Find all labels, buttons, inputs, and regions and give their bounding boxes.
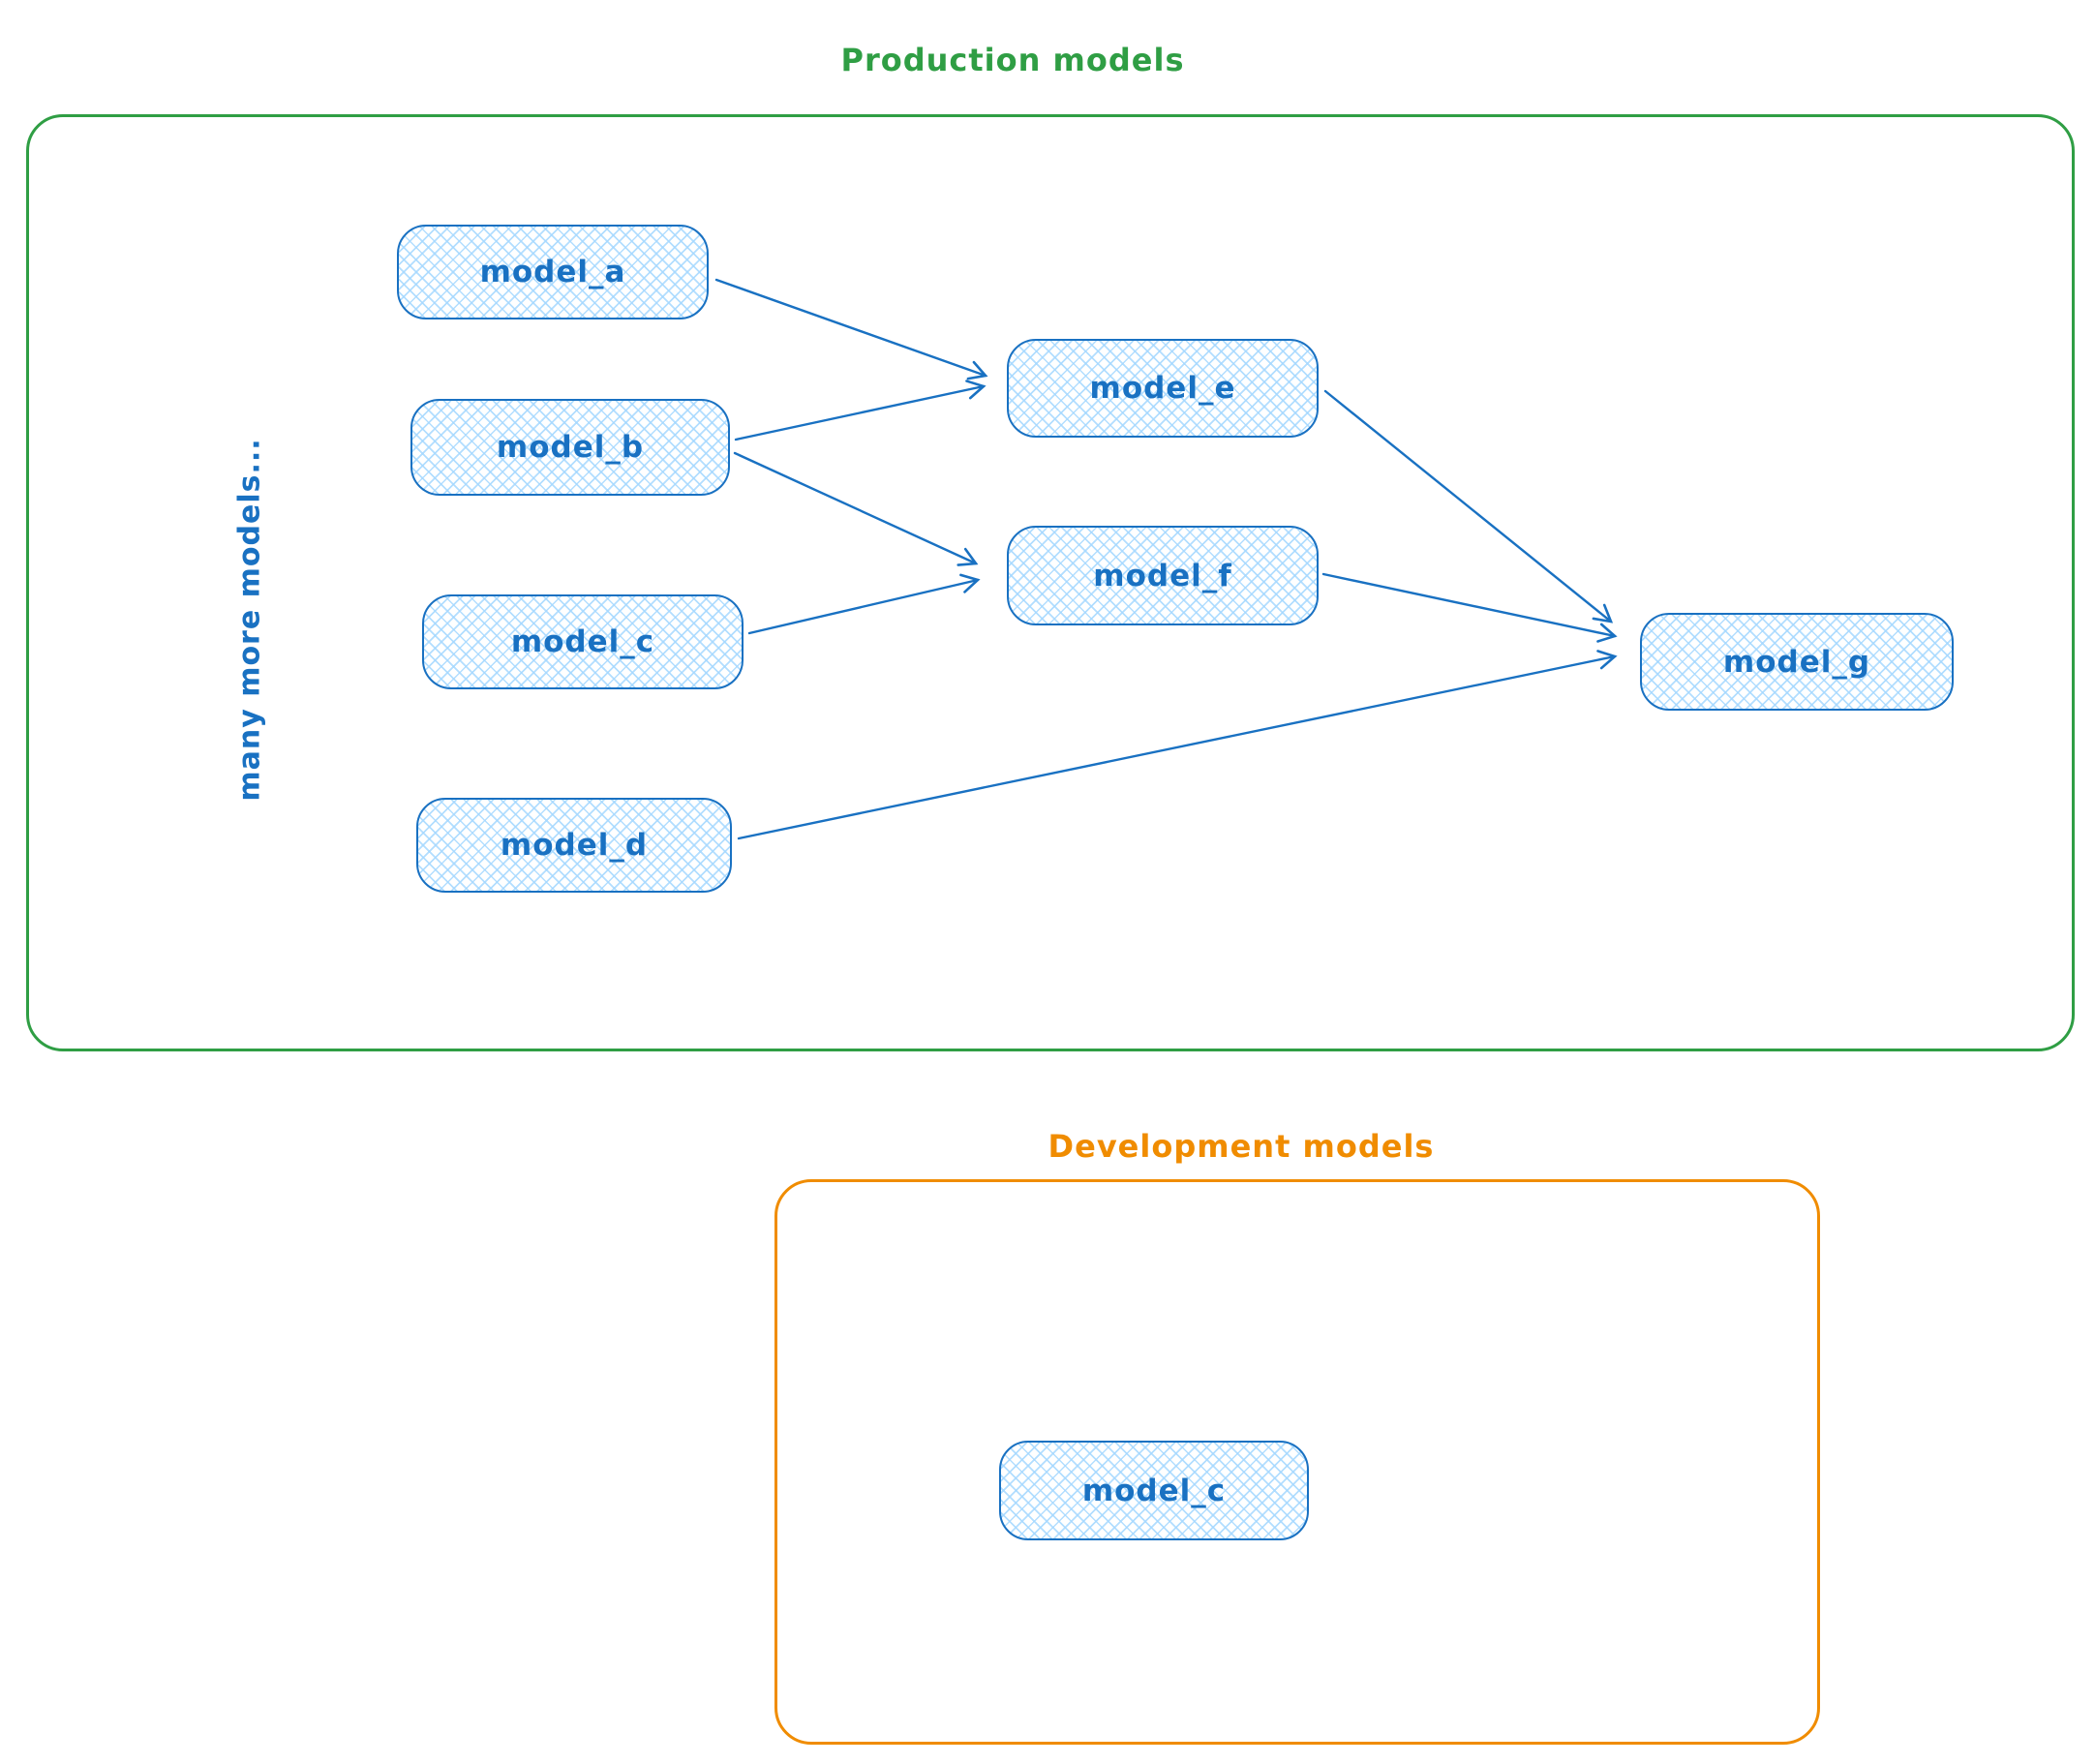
node-model-d-label: model_d [500, 828, 649, 863]
development-group-box [774, 1179, 1820, 1745]
node-model-d: model_d [416, 798, 732, 893]
node-model-f-label: model_f [1093, 558, 1232, 593]
development-group-title: Development models [1048, 1128, 1435, 1165]
node-model-g: model_g [1640, 613, 1954, 711]
production-group-title: Production models [840, 42, 1185, 78]
node-model-a-label: model_a [479, 255, 626, 289]
node-dev-model-c: model_c [999, 1441, 1309, 1540]
node-model-g-label: model_g [1722, 644, 1871, 680]
node-model-a: model_a [397, 225, 709, 319]
many-more-models-note: many more models... [232, 438, 267, 802]
node-model-c: model_c [422, 594, 744, 689]
node-model-b: model_b [410, 399, 730, 496]
node-model-c-label: model_c [510, 624, 655, 659]
node-dev-model-c-label: model_c [1081, 1473, 1227, 1508]
node-model-b-label: model_b [496, 430, 645, 465]
production-group-box [26, 114, 2075, 1051]
node-model-f: model_f [1007, 526, 1319, 625]
node-model-e-label: model_e [1089, 371, 1236, 406]
node-model-e: model_e [1007, 339, 1319, 438]
